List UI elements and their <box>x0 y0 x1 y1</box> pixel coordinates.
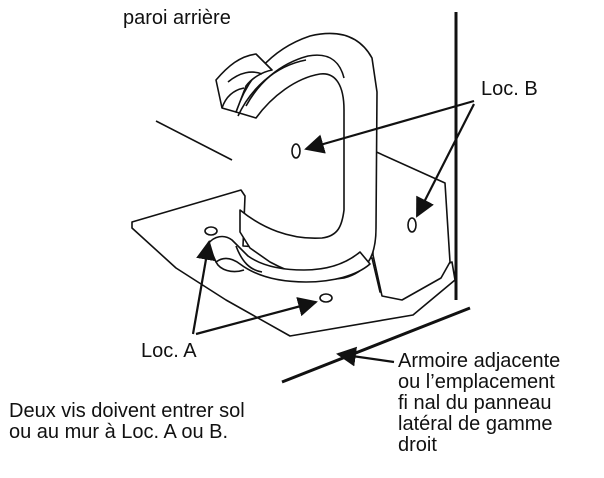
floor-line <box>156 121 232 160</box>
cabinet-label-line: fi nal du panneau <box>398 392 552 414</box>
cabinet-label: Armoire adjacente ou l’emplacement fi na… <box>398 351 560 456</box>
cabinet-label-line: latéral de gamme <box>398 413 553 435</box>
hook-inner <box>246 55 344 106</box>
cabinet-edge-line <box>282 308 470 382</box>
hook-front-groove-2 <box>236 246 262 272</box>
callout-arrows <box>193 101 474 367</box>
screw-note-line: ou au mur à Loc. A ou B. <box>9 421 229 443</box>
hook-lip <box>216 54 272 112</box>
bracket <box>132 33 455 336</box>
back-wall-label: paroi arrière <box>123 7 231 29</box>
cabinet-label-line: ou l’emplacement <box>398 371 555 393</box>
screw-note: Deux vis doivent entrer sol ou au mur à … <box>9 401 245 443</box>
hook-front-channel <box>208 237 370 282</box>
arrow-loc-b-to-plate <box>417 104 474 218</box>
hook-outer <box>236 33 377 279</box>
arrow-cabinet <box>336 346 394 367</box>
hole-loc-a-right <box>320 294 332 302</box>
hook-lip-curl-2 <box>228 72 262 82</box>
hook-lip-curl <box>222 88 244 108</box>
hole-loc-a-left <box>205 227 217 235</box>
cabinet-label-line: Armoire adjacente <box>398 350 561 372</box>
screw-note-line: Deux vis doivent entrer sol <box>9 400 245 422</box>
loc-a-label: Loc. A <box>141 340 197 362</box>
loc-b-label: Loc. B <box>481 78 538 100</box>
hole-loc-b-plate <box>408 218 416 232</box>
arrow-loc-a-to-right <box>196 297 318 334</box>
arrow-loc-b-to-hook <box>304 101 474 154</box>
cabinet-label-line: droit <box>398 434 437 456</box>
hook-front-groove <box>216 262 244 272</box>
hook-inner-2 <box>238 60 306 116</box>
hole-loc-b-hook <box>292 144 300 158</box>
arrow-loc-a-to-left <box>193 240 216 334</box>
